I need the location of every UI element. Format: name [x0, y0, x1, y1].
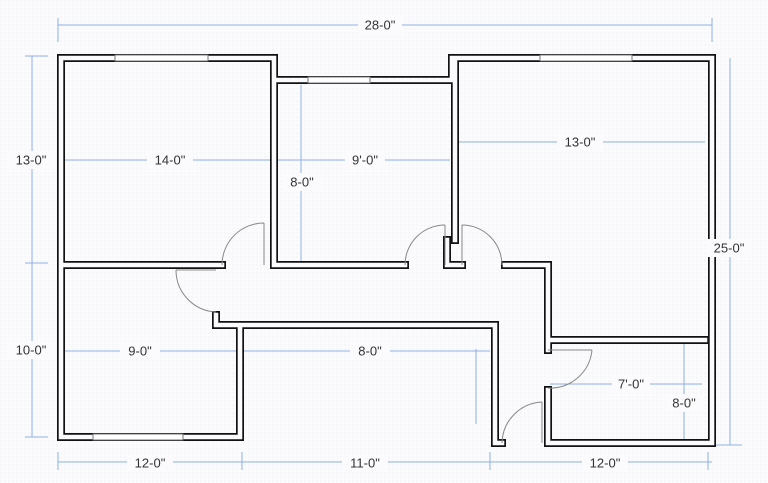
label-bottom-right: 12-0": [590, 455, 621, 470]
label-bottom-mid: 11-0": [350, 455, 380, 470]
label-left-upper: 13-0": [16, 152, 47, 167]
label-bath-depth: 8-0": [672, 395, 696, 410]
door-hall-closet: [501, 401, 543, 444]
door-bedroom1: [221, 222, 265, 266]
label-bedroom2-width: 9'-0": [352, 152, 378, 167]
windows: [92, 54, 633, 441]
label-bedroom3-width: 13-0": [565, 134, 596, 149]
label-bottom-left: 12-0": [135, 455, 166, 470]
label-bedroom2-depth: 8-0": [290, 174, 314, 189]
label-hall-width: 8-0": [358, 343, 382, 358]
label-overall-depth: 25-0": [714, 240, 745, 255]
door-bathroom: [547, 349, 593, 389]
dimension-labels: 28-0" 25-0" 13-0" 10-0" 14-0" 9'-0" 8-0"…: [8, 16, 752, 472]
window-bedroom2: [307, 76, 371, 84]
label-bedroom1-width: 14-0": [155, 152, 186, 167]
door-bedroom2: [404, 224, 446, 266]
label-overall-width: 28-0": [365, 17, 396, 32]
walls: [57, 54, 716, 447]
window-bedroom3: [539, 54, 633, 62]
label-bedroom4-width: 9-0": [128, 343, 152, 358]
door-bedroom4: [175, 269, 217, 313]
label-left-lower: 10-0": [16, 342, 47, 357]
label-bath-width: 7'-0": [618, 376, 644, 391]
door-bedroom3: [461, 224, 503, 266]
window-bedroom1: [114, 54, 209, 62]
window-bedroom4: [92, 433, 184, 441]
doors: [175, 222, 593, 444]
